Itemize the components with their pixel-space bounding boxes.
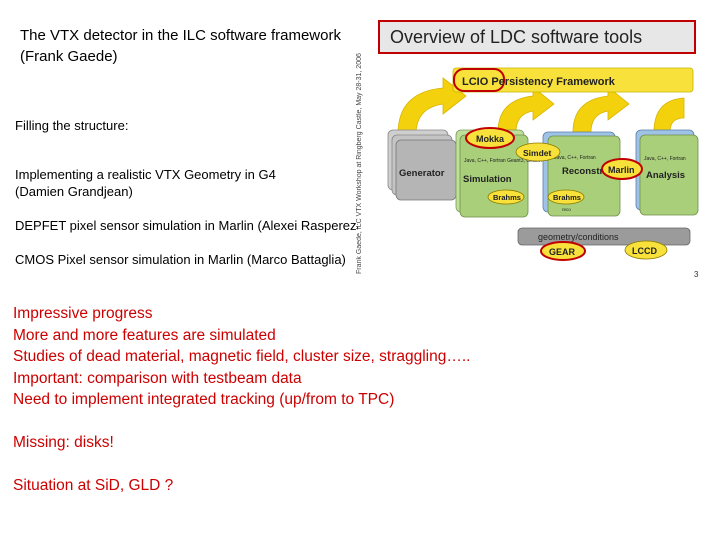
reco-small-label: reco [562,207,571,212]
figure-title: Overview of LDC software tools [378,20,696,54]
bullet-item: Impressive progress [13,305,153,322]
vtx-geometry-text: Implementing a realistic VTX Geometry in… [15,167,276,182]
software-diagram: LCIO Persistency Framework Generator Jav… [387,67,699,261]
mokka-label: Mokka [476,134,505,144]
reconstruction-langs: Java, C++, Fortran [554,155,596,161]
gear-label: GEAR [549,247,576,257]
brahms-oval-2 [547,189,585,205]
reconstruction-label: Reconstruction [562,166,632,177]
simulation-label: Simulation [463,174,512,185]
bullet-item: Need to implement integrated tracking (u… [13,391,395,408]
geometry-label: geometry/conditions [538,232,619,242]
simdet-oval [515,142,561,162]
gear-oval [540,241,586,261]
lccd-label: LCCD [632,246,657,256]
brahms-label-2: Brahms [553,193,581,202]
filling-structure-text: Filling the structure: [15,118,129,133]
arrow-icon [397,77,467,135]
analysis-langs: Java, C++, Fortran [644,156,686,162]
generator-label: Generator [399,168,445,179]
lccd-oval [624,240,668,260]
arrow-icon [653,97,685,133]
arrow-icon [572,86,630,133]
ldc-software-figure: Overview of LDC software tools Frank Gae… [356,14,708,284]
slide-title: The VTX detector in the ILC software fra… [20,27,341,65]
vtx-geometry-author: (Damien Grandjean) [15,184,133,199]
arrow-icon [497,86,555,133]
depfet-simulation-text: DEPFET pixel sensor simulation in Marlin… [15,218,369,233]
analysis-label: Analysis [646,170,685,181]
cmos-simulation-text: CMOS Pixel sensor simulation in Marlin (… [15,252,346,267]
brahms-oval-1 [487,189,525,205]
figure-page-number: 3 [694,270,699,279]
situation-text: Situation at SiD, GLD ? [13,477,174,494]
simdet-label: Simdet [523,148,552,158]
marlin-oval [601,158,643,180]
bullet-item: Important: comparison with testbeam data [13,369,302,387]
simulation-langs: Java, C++, Fortran Geant3, Geant4 [464,158,543,164]
missing-text: Missing: disks! [13,434,114,451]
lcio-highlight [453,68,505,92]
brahms-label-1: Brahms [493,193,521,202]
bullet-item: More and more features are simulated [13,326,276,344]
lcio-label: LCIO Persistency Framework [462,76,616,88]
analysis-box [639,134,699,216]
mokka-oval [465,127,515,149]
bullet-list: Impressive progress More and more featur… [13,303,703,497]
marlin-label: Marlin [608,165,635,175]
bullet-item: Studies of dead material, magnetic field… [13,348,471,365]
